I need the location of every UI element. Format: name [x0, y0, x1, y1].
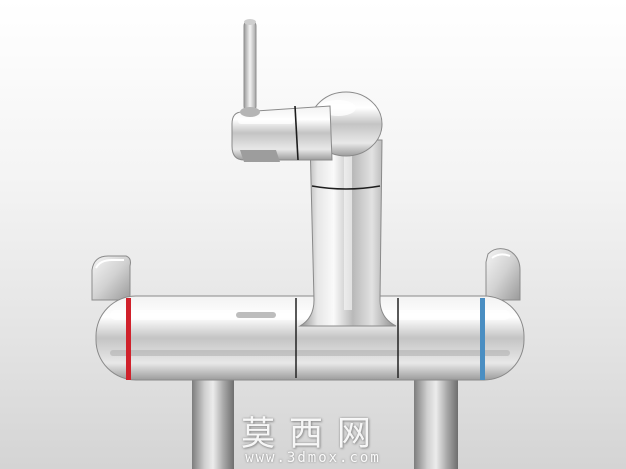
cold-indicator-ring	[480, 298, 485, 380]
mixer-body	[95, 295, 525, 381]
control-lever	[240, 19, 260, 117]
watermark-url: www.3dmox.com	[245, 450, 381, 466]
watermark-text: 莫西网	[241, 414, 385, 454]
spout-column	[298, 139, 397, 327]
left-handle	[91, 255, 131, 301]
right-handle	[485, 248, 521, 301]
spout-arm	[231, 105, 333, 162]
hot-indicator-ring	[126, 298, 131, 380]
